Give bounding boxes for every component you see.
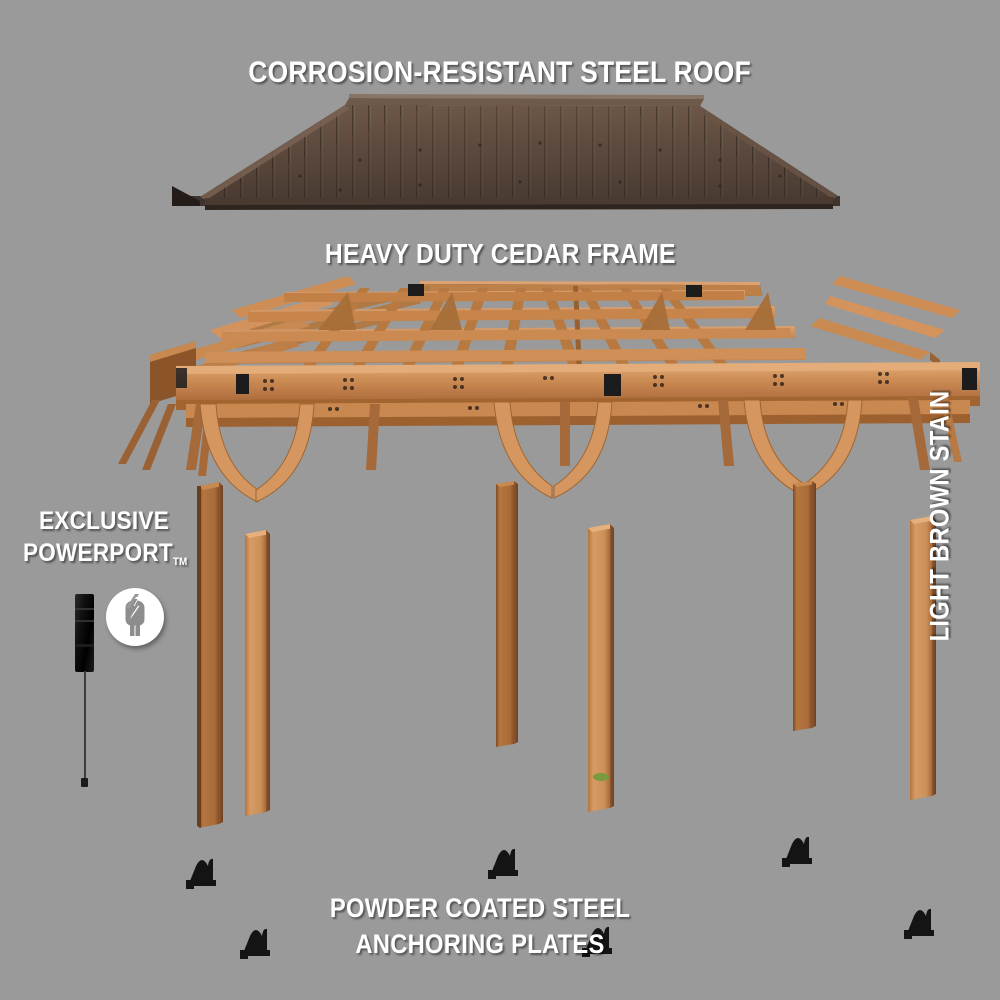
post	[245, 530, 270, 816]
label-cedar-frame-text: HEAVY DUTY CEDAR FRAME	[324, 238, 676, 269]
powerport-device	[75, 594, 94, 672]
label-powerport-line2: POWERPORTTM	[23, 537, 188, 578]
anchor-plate	[240, 928, 270, 959]
roof-assembly	[172, 94, 840, 210]
label-powerport-line1: EXCLUSIVE	[39, 507, 169, 535]
post	[496, 481, 518, 747]
posts-group	[197, 481, 936, 828]
post	[793, 481, 816, 731]
label-anchoring-plates-line2: ANCHORING PLATES	[355, 929, 605, 959]
anchor-plate	[488, 848, 518, 879]
anchor-plates-group	[186, 836, 934, 959]
powerport-cord	[84, 671, 86, 781]
label-light-brown-stain: LIGHT BROWN STAIN	[925, 366, 956, 666]
label-powerport-word: POWERPORT	[23, 539, 173, 567]
cedar-frame-assembly	[118, 276, 980, 503]
label-cedar-frame: HEAVY DUTY CEDAR FRAME	[0, 238, 1000, 270]
label-light-brown-stain-text: LIGHT BROWN STAIN	[924, 390, 955, 641]
label-powerport: EXCLUSIVE POWERPORTTM	[14, 505, 194, 578]
power-plug-bolt-icon	[106, 588, 164, 646]
post-sticker	[593, 773, 609, 781]
anchor-plate	[186, 858, 216, 889]
anchor-plate	[904, 908, 934, 939]
frame-brackets	[176, 284, 977, 396]
label-steel-roof-text: CORROSION-RESISTANT STEEL ROOF	[248, 56, 752, 89]
label-anchoring-plates: POWDER COATED STEEL ANCHORING PLATES	[180, 890, 780, 962]
label-steel-roof: CORROSION-RESISTANT STEEL ROOF	[0, 56, 1000, 90]
anchor-plate	[782, 836, 812, 867]
anchor-plate	[582, 926, 612, 957]
label-anchoring-plates-line1: POWDER COATED STEEL	[329, 893, 631, 923]
post	[588, 524, 614, 812]
post	[910, 516, 936, 800]
powerport-plug	[81, 778, 88, 787]
trademark-symbol: TM	[172, 556, 188, 568]
post	[197, 482, 223, 828]
